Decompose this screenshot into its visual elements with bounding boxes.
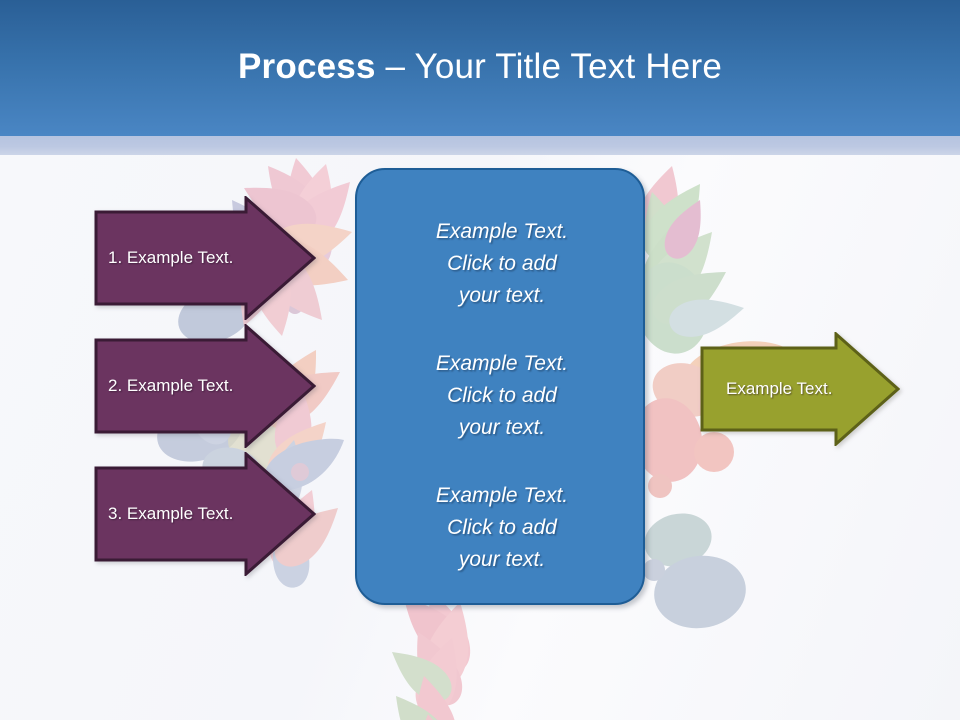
process-step-arrow-1[interactable]: 1. Example Text. — [94, 194, 317, 322]
panel-text-block-3-line-1: Example Text. — [435, 484, 569, 507]
process-step-arrow-2[interactable]: 2. Example Text. — [94, 322, 317, 450]
process-result-arrow[interactable]: Example Text. — [700, 330, 901, 448]
panel-text-block-2[interactable]: Example Text. Click to add your text. — [375, 348, 629, 444]
center-content-panel[interactable]: Example Text. Click to add your text. Ex… — [355, 168, 645, 605]
header-band — [0, 0, 960, 136]
panel-text-block-1[interactable]: Example Text. Click to add your text. — [375, 216, 629, 312]
page-title-regular: – Your Title Text Here — [375, 47, 722, 86]
process-result-arrow-label: Example Text. — [726, 379, 833, 398]
panel-text-block-2-line-2: Click to add — [447, 384, 557, 407]
page-title-bold: Process — [238, 47, 376, 86]
process-step-arrow-1-label: 1. Example Text. — [108, 248, 234, 267]
panel-text-block-3-line-2: Click to add — [447, 516, 557, 539]
panel-text-block-1-line-3: your text. — [458, 284, 546, 307]
panel-text-block-1-line-1: Example Text. — [435, 220, 569, 243]
panel-text-block-3[interactable]: Example Text. Click to add your text. — [375, 480, 629, 576]
process-step-arrow-2-label: 2. Example Text. — [108, 376, 234, 395]
panel-text-block-1-line-2: Click to add — [447, 252, 557, 275]
process-step-arrow-3[interactable]: 3. Example Text. — [94, 450, 317, 578]
panel-text-block-2-line-3: your text. — [458, 416, 546, 439]
page-title: Process – Your Title Text Here — [0, 45, 960, 89]
header-accent-band — [0, 136, 960, 155]
panel-text-block-3-line-3: your text. — [458, 548, 546, 571]
process-step-arrow-3-label: 3. Example Text. — [108, 504, 234, 523]
panel-text-block-2-line-1: Example Text. — [435, 352, 569, 375]
